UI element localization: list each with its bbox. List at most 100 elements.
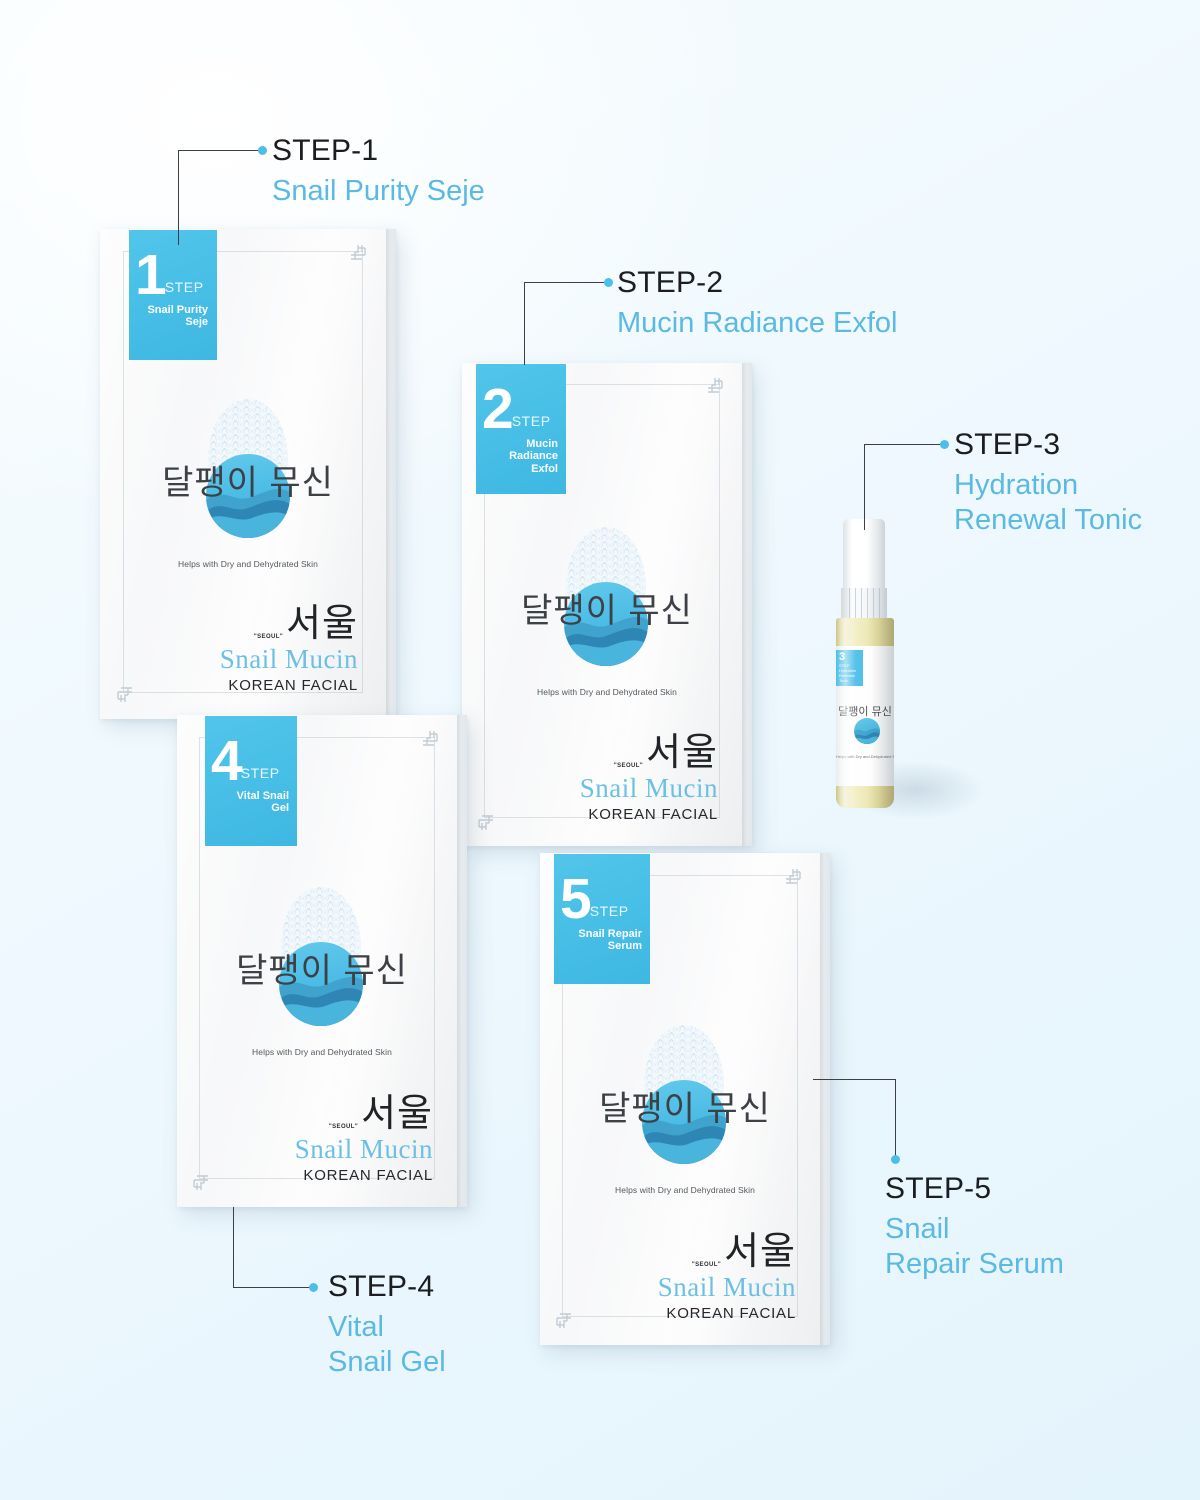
brand-korean-row: "SEOUL" 서울 (295, 1095, 433, 1133)
badge-number: 5 (560, 867, 592, 931)
badge-product-line-2: Serum (607, 940, 642, 953)
corner-ornament-icon (114, 681, 136, 703)
step-badge-4: 4 STEP Vital Snail Gel (205, 716, 297, 846)
badge-product-line-1: Snail Purity (147, 303, 208, 316)
pouch-brand-block: "SEOUL" 서울 Snail Mucin KOREAN FACIAL (658, 1233, 796, 1323)
corner-ornament-icon (475, 809, 497, 831)
brand-name: Snail Mucin (579, 772, 718, 803)
badge-number-row: 5 STEP (560, 867, 642, 931)
badge-product-line-2: Radiance Exfol (509, 450, 558, 476)
pouch-inner-frame (562, 875, 798, 1317)
brand-romaji: "SEOUL" (691, 1261, 722, 1268)
bottle-korean-title: 달팽이 뮤신 (838, 706, 892, 718)
callout-title: STEP-1 (272, 134, 379, 167)
callout-subtitle: Snail Purity Seje (272, 174, 485, 209)
leader-vertical (233, 1207, 234, 1287)
bottle-benefit-text: Helps with Dry and Dehydrated Skin (836, 754, 894, 759)
pouch-seal-strip (457, 715, 467, 1207)
callout-subtitle-line: Repair Serum (885, 1247, 1064, 1280)
brand-korean: 서울 (361, 1092, 433, 1135)
pouch-korean-title: 달팽이 뮤신 (236, 952, 408, 990)
corner-ornament-icon (704, 377, 726, 399)
brand-name: Snail Mucin (219, 643, 358, 674)
wave-circle-logo (206, 454, 290, 538)
bottle-label: 3 STEP Hydration Renewal Tonic 달팽이 뮤신 He… (836, 646, 894, 786)
wave-circle-logo (564, 582, 648, 666)
product-pouch-step-4[interactable]: 4 STEP Vital Snail Gel 달팽이 뮤신 Helps with… (177, 715, 467, 1207)
leader-line-step-2 (524, 282, 610, 365)
badge-number-row: 1 STEP (135, 247, 208, 304)
callout-step-2: STEP-2 Mucin Radiance Exfol (617, 266, 897, 341)
callout-title: STEP-5 (885, 1172, 992, 1205)
leader-vertical (524, 282, 525, 365)
callout-step-5: STEP-5 Snail Repair Serum (885, 1172, 1064, 1282)
badge-step-word: STEP (589, 902, 629, 919)
leader-dot-step-3 (940, 440, 949, 449)
callout-subtitle: Snail Repair Serum (885, 1212, 1064, 1282)
product-pouch-step-1[interactable]: 1 STEP Snail Purity Seje 달팽이 뮤신 Helps wi… (100, 229, 396, 719)
leader-dot-step-2 (604, 278, 613, 287)
pouch-seal-strip (820, 853, 830, 1345)
callout-subtitle: Vital Snail Gel (328, 1310, 446, 1380)
brand-korean: 서울 (286, 602, 358, 645)
brand-name: Snail Mucin (294, 1133, 433, 1164)
leader-horizontal (524, 282, 606, 283)
pouch-benefit-text: Helps with Dry and Dehydrated Skin (252, 1047, 392, 1057)
pouch-seal-strip (742, 363, 752, 846)
pouch-artwork: 달팽이 뮤신 Helps with Dry and Dehydrated Ski… (462, 527, 752, 757)
pouch-inner-frame (484, 384, 720, 818)
callout-title: STEP-3 (954, 428, 1061, 461)
corner-ornament-icon (419, 730, 441, 752)
corner-ornament-icon (553, 1307, 575, 1329)
pouch-inner-frame (199, 737, 435, 1179)
product-bottle-step-3[interactable]: 3 STEP Hydration Renewal Tonic 달팽이 뮤신 He… (836, 519, 902, 809)
brand-korean-row: "SEOUL" 서울 (658, 1233, 796, 1271)
bottle-step-badge: 3 STEP Hydration Renewal Tonic (836, 650, 863, 686)
pouch-korean-title: 달팽이 뮤신 (599, 1090, 771, 1128)
bottle-badge-line-2: Renewal Tonic (839, 673, 855, 683)
badge-product-line-1: Vital Snail (236, 789, 289, 802)
brand-romaji: "SEOUL" (328, 1123, 359, 1130)
badge-step-word: STEP (240, 764, 280, 781)
bottle-body: 3 STEP Hydration Renewal Tonic 달팽이 뮤신 He… (836, 618, 894, 808)
brand-subtitle: KOREAN FACIAL (303, 1166, 433, 1184)
leader-horizontal (178, 150, 262, 151)
badge-number: 4 (211, 729, 243, 793)
leader-horizontal (233, 1287, 313, 1288)
callout-subtitle-line: Mucin Radiance Exfol (617, 307, 898, 339)
leader-dot-step-4 (309, 1283, 318, 1292)
brand-korean: 서울 (724, 1230, 796, 1273)
pouch-artwork: 달팽이 뮤신 Helps with Dry and Dehydrated Ski… (177, 887, 467, 1117)
step-badge-1: 1 STEP Snail Purity Seje (129, 230, 217, 360)
callout-title: STEP-2 (617, 266, 724, 299)
callout-subtitle-line: Renewal Tonic (954, 503, 1143, 536)
brand-subtitle: KOREAN FACIAL (666, 1304, 796, 1322)
callout-subtitle-line: Snail (885, 1213, 950, 1245)
pouch-korean-title: 달팽이 뮤신 (521, 592, 693, 630)
callout-subtitle: Hydration Renewal Tonic (954, 468, 1142, 538)
leader-dot-step-1 (258, 146, 267, 155)
badge-number: 2 (482, 377, 514, 441)
product-pouch-step-5[interactable]: 5 STEP Snail Repair Serum 달팽이 뮤신 Helps w… (540, 853, 830, 1345)
pouch-brand-block: "SEOUL" 서울 Snail Mucin KOREAN FACIAL (220, 605, 358, 695)
badge-product-line-1: Snail Repair (578, 927, 642, 940)
pouch-benefit-text: Helps with Dry and Dehydrated Skin (178, 559, 318, 569)
leader-vertical (178, 150, 179, 245)
brand-korean-row: "SEOUL" 서울 (580, 734, 718, 772)
product-pouch-step-2[interactable]: 2 STEP Mucin Radiance Exfol 달팽이 뮤신 Helps… (462, 363, 752, 846)
corner-ornament-icon (190, 1169, 212, 1191)
pouch-artwork: 달팽이 뮤신 Helps with Dry and Dehydrated Ski… (100, 399, 396, 629)
step-badge-2: 2 STEP Mucin Radiance Exfol (476, 364, 566, 494)
callout-step-3: STEP-3 Hydration Renewal Tonic (954, 428, 1142, 538)
pouch-benefit-text: Helps with Dry and Dehydrated Skin (537, 687, 677, 697)
leader-horizontal (813, 1079, 895, 1080)
callout-step-4: STEP-4 Vital Snail Gel (328, 1270, 446, 1380)
leader-vertical (864, 444, 865, 530)
callout-subtitle-line: Vital (328, 1311, 384, 1343)
wave-circle-logo (642, 1080, 726, 1164)
callout-subtitle-line: Snail Gel (328, 1345, 446, 1378)
leader-line-step-1 (178, 150, 268, 245)
pouch-brand-block: "SEOUL" 서울 Snail Mucin KOREAN FACIAL (580, 734, 718, 824)
bottle-badge-number: 3 (839, 651, 846, 663)
